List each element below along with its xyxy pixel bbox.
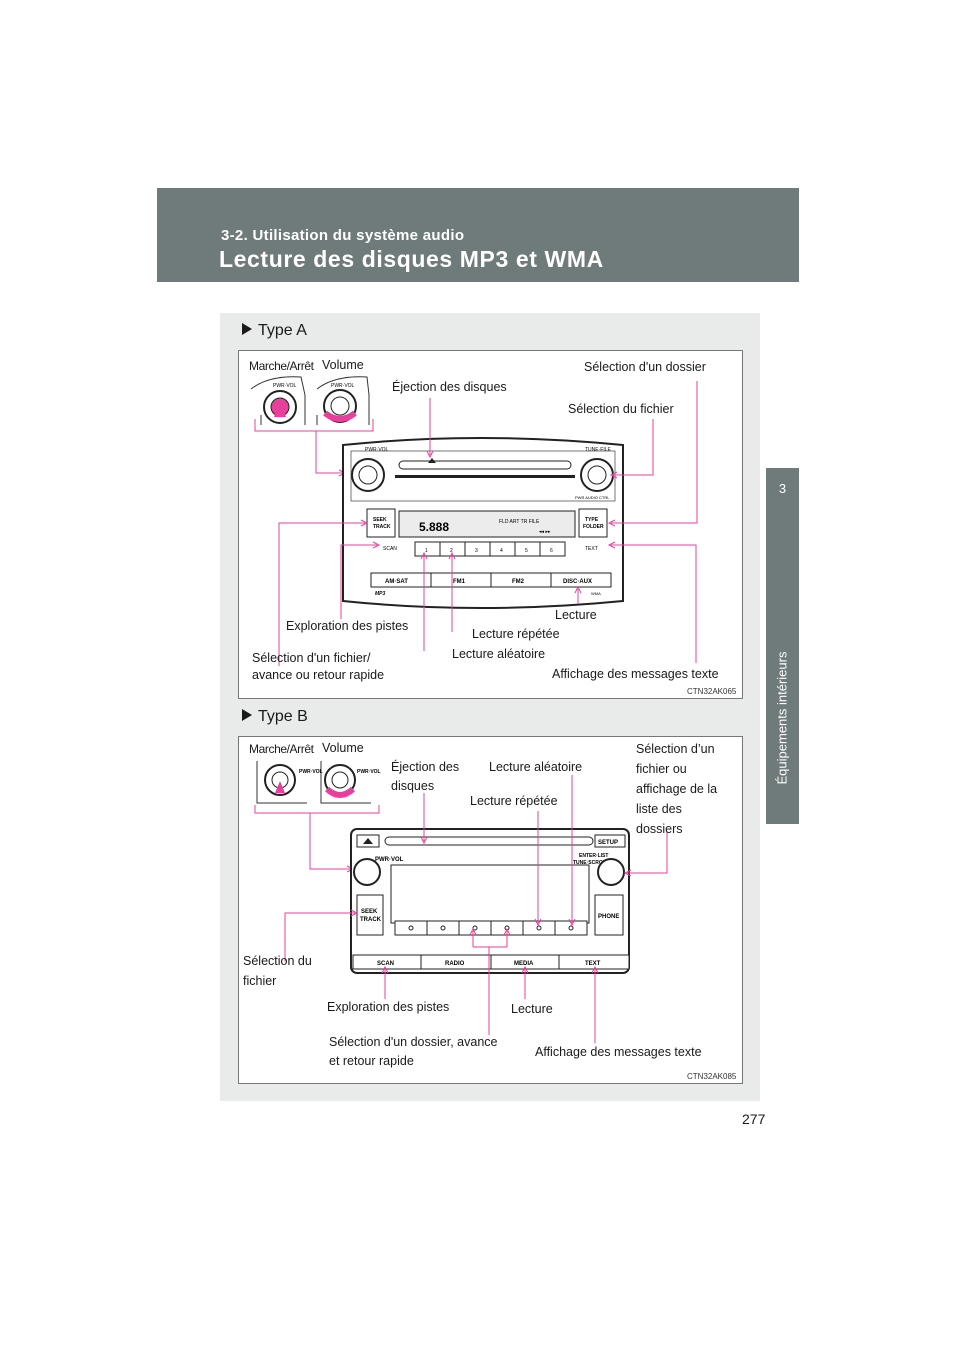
- svg-text:TEXT: TEXT: [585, 961, 601, 967]
- svg-text:PWR·VOL: PWR·VOL: [331, 383, 355, 389]
- label-folder-ff-line1: Sélection d'un dossier, avance: [329, 1035, 498, 1049]
- figure-code: CTN32AK065: [687, 687, 737, 696]
- label-repeat: Lecture répétée: [472, 627, 560, 641]
- svg-text:PWR·VOL: PWR·VOL: [357, 769, 381, 775]
- svg-text:SEEK: SEEK: [373, 517, 387, 523]
- leader-lines-type-b: [284, 775, 668, 1043]
- volume-knob-inset: PWR·VOL: [320, 761, 381, 804]
- label-seek-line2: avance ou retour rapide: [252, 668, 385, 682]
- page-title: Lecture des disques MP3 et WMA: [219, 246, 604, 272]
- power-knob-inset: PWR·VOL: [256, 761, 323, 804]
- leader-lines-type-a: [278, 381, 698, 666]
- svg-text:TYPE: TYPE: [585, 517, 599, 523]
- volume-knob-inset: PWR·VOL: [316, 376, 370, 425]
- svg-text:FOLDER: FOLDER: [583, 524, 604, 530]
- page-number: 277: [742, 1111, 766, 1127]
- svg-text:PWR·VOL: PWR·VOL: [299, 769, 323, 775]
- svg-text:SEEK: SEEK: [361, 909, 378, 915]
- svg-text:DISC·AUX: DISC·AUX: [563, 579, 592, 585]
- svg-text:5.888: 5.888: [419, 520, 449, 534]
- label-seek-line1: Sélection d'un fichier/: [252, 651, 371, 665]
- svg-text:5: 5: [525, 548, 528, 554]
- radio-unit-type-a: PWR·VOL TUNE·FILE PWR AUDIO CTRL SEEK TR…: [342, 437, 624, 609]
- type-a-heading: Type A: [242, 322, 307, 340]
- label-eject-line1: Éjection des: [391, 760, 460, 774]
- label-text: Affichage des messages texte: [552, 667, 719, 681]
- svg-text:4: 4: [500, 548, 503, 554]
- label-volume: Volume: [322, 741, 364, 755]
- label-file-select: Sélection du fichier: [568, 402, 674, 416]
- label-folder-select: Sélection d'un dossier: [584, 360, 706, 374]
- label-play: Lecture: [555, 608, 597, 622]
- label-eject-line2: disques: [391, 779, 435, 793]
- svg-text:PWR·VOL: PWR·VOL: [375, 857, 404, 863]
- label-file-line1: Sélection du: [243, 954, 312, 968]
- label-scan: Exploration des pistes: [327, 1000, 450, 1014]
- svg-text:PHONE: PHONE: [598, 914, 619, 920]
- label-play: Lecture: [511, 1002, 553, 1016]
- svg-text:SCAN: SCAN: [377, 961, 394, 967]
- label-folder-line4: liste des: [636, 802, 682, 816]
- svg-text:SCAN: SCAN: [383, 546, 397, 552]
- svg-text:3: 3: [475, 548, 478, 554]
- svg-text:PWR·VOL: PWR·VOL: [273, 383, 297, 389]
- svg-text:FM1: FM1: [453, 579, 466, 585]
- type-b-heading: Type B: [242, 708, 308, 726]
- svg-text:ENTER·LIST: ENTER·LIST: [579, 853, 608, 859]
- triangle-bullet-icon: [242, 708, 252, 721]
- label-random: Lecture aléatoire: [452, 647, 546, 661]
- triangle-bullet-icon: [242, 322, 252, 335]
- chapter-header: 3-2. Utilisation du système audio Lectur…: [157, 188, 799, 282]
- type-b-diagram: PWR·VOL PWR·VOL SETUP PWR·VOL ENTER·LIST…: [254, 761, 668, 1043]
- svg-text:MEDIA: MEDIA: [514, 961, 534, 967]
- svg-text:FLD ART TR FILE: FLD ART TR FILE: [499, 519, 540, 525]
- label-text: Affichage des messages texte: [535, 1045, 702, 1059]
- svg-text:RADIO: RADIO: [445, 961, 465, 967]
- label-eject: Éjection des disques: [392, 380, 507, 394]
- type-a-diagram: PWR·VOL PWR·VOL PWR·VOL TUNE·FILE: [250, 376, 698, 666]
- label-folder-line2: fichier ou: [636, 762, 687, 776]
- label-folder-ff-line2: et retour rapide: [329, 1054, 414, 1068]
- svg-text:TRACK: TRACK: [373, 524, 391, 530]
- svg-text:PWR AUDIO CTRL: PWR AUDIO CTRL: [575, 495, 610, 500]
- svg-text:PWR·VOL: PWR·VOL: [365, 447, 389, 453]
- label-power: Marche/Arrêt: [249, 742, 314, 756]
- svg-text:TUNE·FILE: TUNE·FILE: [585, 447, 612, 453]
- label-folder-line3: affichage de la: [636, 782, 718, 796]
- svg-text:TRACK: TRACK: [360, 917, 382, 923]
- label-volume: Volume: [322, 358, 364, 372]
- svg-text:MP3: MP3: [375, 591, 386, 597]
- label-folder-line1: Sélection d’un: [636, 742, 715, 756]
- label-random: Lecture aléatoire: [489, 760, 583, 774]
- svg-text:SETUP: SETUP: [598, 840, 618, 846]
- label-scan: Exploration des pistes: [286, 619, 409, 633]
- chapter-label: Équipements intérieurs: [774, 651, 790, 785]
- figure-code: CTN32AK085: [687, 1072, 737, 1081]
- svg-text:TEXT: TEXT: [585, 546, 598, 552]
- svg-text:WMA: WMA: [591, 591, 601, 596]
- section-title: 3-2. Utilisation du système audio: [221, 227, 465, 244]
- label-repeat: Lecture répétée: [470, 794, 558, 808]
- power-knob-inset: PWR·VOL: [250, 376, 306, 425]
- label-file-line2: fichier: [243, 974, 277, 988]
- svg-text:1: 1: [425, 548, 428, 554]
- type-a-figure: PWR·VOL PWR·VOL PWR·VOL TUNE·FILE: [238, 350, 743, 699]
- chapter-side-tab: 3 Équipements intérieurs: [766, 468, 799, 824]
- svg-text:◂◂ ▸▸: ◂◂ ▸▸: [539, 529, 551, 535]
- label-folder-line5: dossiers: [636, 822, 683, 836]
- svg-text:2: 2: [450, 548, 453, 554]
- chapter-number: 3: [778, 481, 787, 496]
- svg-text:TUNE·SCROLL: TUNE·SCROLL: [573, 860, 609, 866]
- label-power: Marche/Arrêt: [249, 359, 314, 373]
- type-b-figure: PWR·VOL PWR·VOL SETUP PWR·VOL ENTER·LIST…: [238, 736, 743, 1084]
- svg-text:6: 6: [550, 548, 553, 554]
- radio-unit-type-b: SETUP PWR·VOL ENTER·LIST TUNE·SCROLL SEE…: [350, 828, 630, 974]
- svg-text:AM·SAT: AM·SAT: [385, 579, 408, 585]
- svg-text:FM2: FM2: [512, 579, 525, 585]
